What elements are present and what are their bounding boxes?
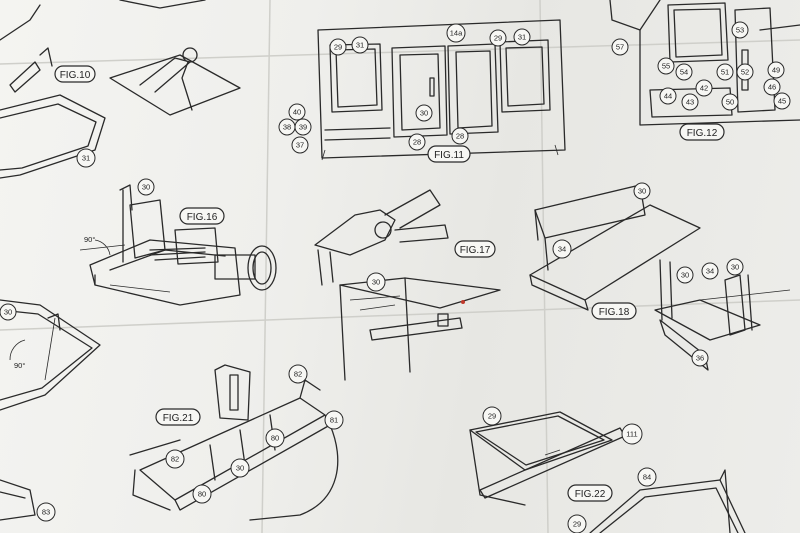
- svg-text:45: 45: [778, 97, 786, 106]
- svg-text:80: 80: [271, 434, 279, 443]
- svg-text:111: 111: [626, 430, 637, 439]
- fig22-callouts: 29 111: [482, 406, 643, 445]
- svg-text:FIG.10: FIG.10: [60, 70, 91, 81]
- fig17-drawing: [314, 189, 501, 381]
- fig18-label: FIG.18: [591, 302, 637, 320]
- svg-text:82: 82: [171, 455, 179, 464]
- fig10-drawing: [0, 0, 241, 179]
- part-callout: 30: [0, 303, 17, 321]
- bottom-callouts: 84 29: [567, 467, 657, 533]
- svg-text:30: 30: [681, 271, 689, 280]
- svg-text:43: 43: [686, 98, 694, 107]
- svg-text:FIG.12: FIG.12: [687, 128, 718, 139]
- svg-text:30: 30: [420, 109, 428, 118]
- svg-text:FIG.11: FIG.11: [434, 150, 464, 161]
- part-callout: 30: [366, 272, 386, 292]
- red-mark: [461, 300, 465, 304]
- svg-text:28: 28: [456, 132, 464, 141]
- fig12-label: FIG.12: [679, 123, 725, 141]
- svg-text:31: 31: [82, 154, 90, 163]
- svg-text:31: 31: [356, 41, 364, 50]
- part-callout: 83: [36, 502, 56, 522]
- fig21-callouts: 82 81 80 82 30 80: [165, 364, 344, 504]
- svg-text:81: 81: [330, 416, 338, 425]
- svg-text:31: 31: [518, 33, 526, 42]
- svg-text:30: 30: [236, 464, 244, 473]
- svg-text:30: 30: [638, 187, 646, 196]
- fig22-label: FIG.22: [567, 484, 613, 502]
- svg-text:52: 52: [741, 68, 749, 77]
- left-bracket-drawing: [0, 299, 101, 411]
- svg-text:30: 30: [142, 183, 150, 192]
- svg-text:30: 30: [372, 278, 380, 287]
- svg-text:82: 82: [294, 370, 302, 379]
- svg-text:29: 29: [494, 34, 502, 43]
- bottom-right-drawing: [589, 469, 746, 533]
- svg-text:FIG.16: FIG.16: [187, 212, 218, 223]
- svg-text:57: 57: [616, 43, 624, 52]
- svg-text:83: 83: [42, 508, 50, 517]
- svg-text:49: 49: [772, 66, 780, 75]
- svg-text:30: 30: [4, 308, 12, 317]
- svg-text:FIG.18: FIG.18: [599, 307, 630, 318]
- part-callout: 30: [137, 178, 155, 196]
- fig12-drawing: [609, 0, 800, 126]
- fig16-drawing: [79, 184, 277, 306]
- fig17-label: FIG.17: [454, 240, 496, 258]
- bottom-left-drawing: [0, 479, 36, 521]
- svg-text:36: 36: [696, 354, 704, 363]
- fig18-drawing: [529, 184, 791, 371]
- svg-text:55: 55: [662, 62, 670, 71]
- svg-text:54: 54: [680, 68, 688, 77]
- svg-text:80: 80: [198, 490, 206, 499]
- svg-text:40: 40: [293, 108, 301, 117]
- svg-text:FIG.22: FIG.22: [575, 489, 606, 500]
- svg-text:51: 51: [721, 68, 729, 77]
- fig10-label: FIG.10: [54, 65, 96, 83]
- angle-label: 90°: [84, 235, 95, 244]
- svg-text:38: 38: [283, 123, 291, 132]
- svg-text:84: 84: [643, 473, 651, 482]
- svg-text:34: 34: [558, 245, 566, 254]
- svg-text:42: 42: [700, 84, 708, 93]
- fig11-callouts: 29 31 14a 29 31 40 38 39 37 30 28 28: [278, 23, 531, 154]
- svg-text:53: 53: [736, 26, 744, 35]
- fig18-callouts: 30 34 30 34 30 36: [552, 182, 744, 367]
- svg-text:29: 29: [488, 412, 496, 421]
- fig12-callouts: 57 55 54 53 51 52 42 44 43 50 49 46 45: [611, 21, 791, 111]
- fig11-label: FIG.11: [427, 145, 471, 163]
- fig21-label: FIG.21: [155, 408, 201, 426]
- svg-text:30: 30: [731, 263, 739, 272]
- svg-text:44: 44: [664, 92, 672, 101]
- svg-text:29: 29: [573, 520, 581, 529]
- svg-text:39: 39: [299, 123, 307, 132]
- svg-text:28: 28: [413, 138, 421, 147]
- svg-text:29: 29: [334, 43, 342, 52]
- svg-text:FIG.21: FIG.21: [163, 413, 194, 424]
- svg-text:37: 37: [296, 141, 304, 150]
- svg-text:46: 46: [768, 83, 776, 92]
- angle-label: 90°: [14, 361, 25, 370]
- part-callout: 31: [76, 148, 96, 168]
- svg-text:14a: 14a: [450, 29, 463, 38]
- fig21-drawing: [129, 364, 339, 521]
- svg-text:50: 50: [726, 98, 734, 107]
- fig16-label: FIG.16: [179, 207, 225, 225]
- svg-text:34: 34: [706, 267, 714, 276]
- svg-text:FIG.17: FIG.17: [460, 245, 491, 256]
